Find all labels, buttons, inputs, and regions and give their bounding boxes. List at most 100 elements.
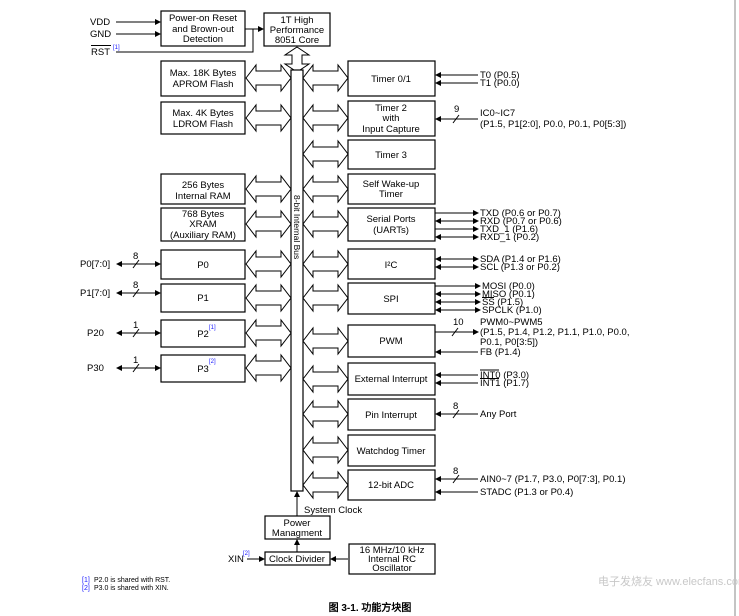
pwm-block [347, 324, 436, 358]
adc-block [347, 469, 436, 501]
p3-note: [2] [209, 359, 216, 365]
wkt-text-2: Timer [379, 189, 403, 200]
pwm-width: 10 [453, 317, 464, 328]
aprom-text-1: Max. 18K Bytes [170, 68, 237, 79]
port-p20-width: 1 [133, 320, 138, 331]
uart-bus-arrow [302, 209, 349, 239]
p0-block [160, 249, 246, 280]
pwm-signals: 10 PWM0~PWM5 (P1.5, P1.4, P1.2, P1.1, P1… [435, 317, 629, 358]
ss-label: SS (P1.5) [482, 297, 523, 308]
spi-signals: MOSI (P0.0) MISO (P0.1) SS (P1.5) SPCLK … [435, 281, 542, 316]
port-p30-width: 1 [133, 355, 138, 366]
p2-bus-arrow [245, 318, 292, 348]
ic-pins-label: (P1.5, P1[2:0], P0.0, P0.1, P0[5:3]) [480, 119, 626, 130]
aprom-block [160, 60, 246, 97]
osc-text-2: Internal RC [368, 554, 416, 565]
core-text-3: 8051 Core [275, 35, 319, 46]
timer2-signals: 9 IC0~IC7 (P1.5, P1[2:0], P0.0, P0.1, P0… [435, 104, 626, 130]
adc-width: 8 [453, 466, 458, 477]
xram-text-3: (Auxiliary RAM) [170, 230, 236, 241]
port-p30-slash [132, 363, 140, 373]
port-p0-slash [132, 259, 140, 269]
iram-text-2: Internal RAM [175, 191, 231, 202]
port-p1-width: 8 [133, 280, 138, 291]
p3-bus-arrow [245, 353, 292, 383]
uart-text-1: Serial Ports [366, 214, 415, 225]
txd1-label: TXD_1 (P1.6) [480, 224, 538, 235]
p2-note: [1] [209, 325, 216, 331]
ldrom-bus-arrow [245, 103, 292, 133]
port-p1-label: P1[7:0] [80, 288, 110, 299]
aprom-text-2: APROM Flash [173, 79, 234, 90]
wakeup-timer-block [347, 173, 436, 205]
pinint-text: Pin Interrupt [365, 410, 417, 421]
core-text-1: 1T High [280, 15, 313, 26]
uart-block [347, 207, 436, 242]
i2c-bus-arrow [302, 249, 349, 279]
external-interrupt-block [347, 362, 436, 396]
pwm-pins-1: (P1.5, P1.4, P1.2, P1.1, P1.0, P0.0, [480, 327, 629, 338]
core-text-2: Performance [270, 25, 324, 36]
watermark: 电子发烧友 www.elecfans.com [598, 574, 739, 588]
wdt-text: Watchdog Timer [357, 446, 426, 457]
spclk-label: SPCLK (P1.0) [482, 305, 542, 316]
txd-label: TXD (P0.6 or P0.7) [480, 208, 561, 219]
timer01-bus-arrow [302, 63, 349, 93]
p1-bus-arrow [245, 283, 292, 313]
port-p20-label: P20 [87, 328, 104, 339]
port-p20-slash [132, 328, 140, 338]
ldrom-block [160, 101, 246, 135]
t0-label: T0 (P0.5) [480, 70, 520, 81]
p1-text: P1 [197, 293, 209, 304]
watchdog-block [347, 434, 436, 467]
spi-bus-arrow [302, 283, 349, 313]
ain-label: AIN0~7 (P1.7, P3.0, P0[7:3], P0.1) [480, 474, 626, 485]
extint-signals: INT0 (P3.0) INT1 (P1.7) [435, 369, 529, 389]
int0-label: INT0 (P3.0) [480, 370, 529, 381]
por-text-1: Power-on Reset [169, 13, 237, 24]
timer2-width: 9 [454, 104, 459, 115]
aprom-bus-arrow [245, 63, 292, 93]
sda-label: SDA (P1.4 or P1.6) [480, 254, 561, 265]
rxd-label: RXD (P0.7 or P0.6) [480, 216, 562, 227]
footnote-2-mark: [2] [82, 585, 90, 592]
footnote-1-mark: [1] [82, 577, 90, 584]
spi-block [347, 282, 436, 315]
footnote-1-text: P2.0 is shared with RST. [94, 577, 170, 584]
oscillator-block [348, 543, 436, 575]
internal-ram-block [160, 173, 246, 205]
wkt-bus-arrow [302, 174, 349, 204]
uart-text-2: (UARTs) [373, 225, 409, 236]
xram-text-1: 768 Bytes [182, 209, 224, 220]
pm-text-1: Power [284, 518, 311, 529]
timer2-text-3: Input Capture [362, 124, 420, 135]
ldrom-text-1: Max. 4K Bytes [172, 108, 233, 119]
miso-label: MISO (P0.1) [482, 289, 535, 300]
stadc-label: STADC (P1.3 or P0.4) [480, 487, 573, 498]
pin-interrupt-block [347, 398, 436, 431]
timer2-bus-arrow [302, 103, 349, 133]
timer3-text: Timer 3 [375, 150, 407, 161]
figure-caption: 图 3-1. 功能方块图 [329, 601, 412, 614]
adc-signals: 8 AIN0~7 (P1.7, P3.0, P0[7:3], P0.1) STA… [435, 466, 626, 498]
rst-note: [1] [113, 45, 120, 51]
vdd-label: VDD [90, 17, 110, 28]
core-block [263, 12, 331, 47]
iram-text-1: 256 Bytes [182, 180, 224, 191]
xram-bus-arrow [245, 209, 292, 239]
pinint-width: 8 [453, 401, 458, 412]
pinint-signals: 8 Any Port [435, 401, 517, 420]
any-port-label: Any Port [480, 409, 517, 420]
port-p1-slash [132, 288, 140, 298]
timer3-bus-arrow [302, 139, 349, 169]
t1-label: T1 (P0.0) [480, 78, 520, 89]
p2-block [160, 319, 246, 348]
rst-label: RST [91, 47, 110, 58]
p3-text: P3 [197, 364, 209, 375]
system-clock-label: System Clock [304, 505, 362, 516]
p3-block [160, 354, 246, 383]
port-p0-label: P0[7:0] [80, 259, 110, 270]
i2c-text: I²C [385, 260, 398, 271]
timer2-text-2: with [382, 113, 400, 124]
scl-label: SCL (P1.3 or P0.2) [480, 262, 560, 273]
